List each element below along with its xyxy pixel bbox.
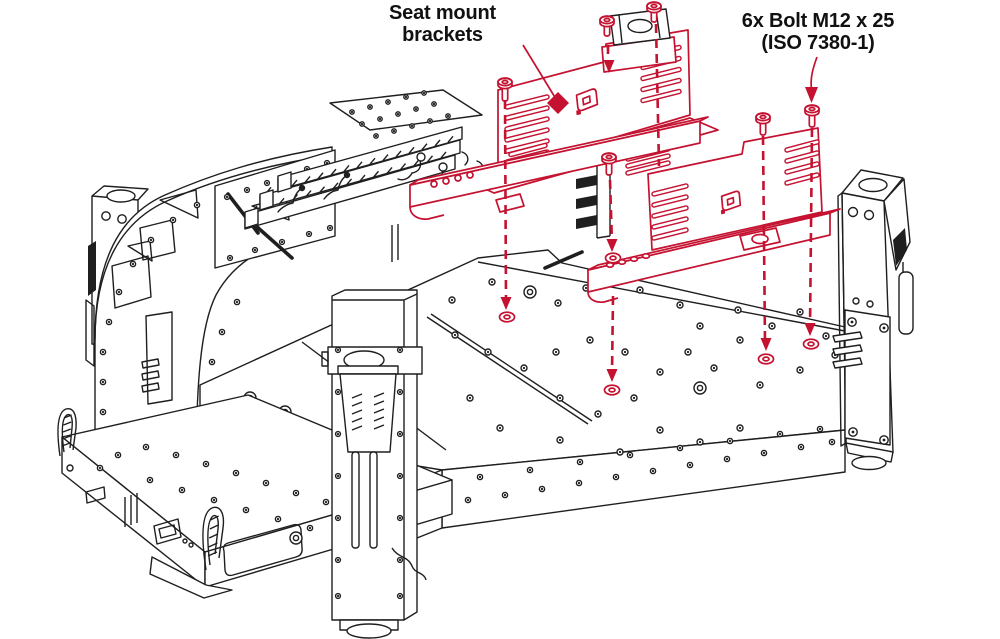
brand-logo-right bbox=[720, 190, 742, 215]
label-seat-line2: brackets bbox=[402, 23, 483, 46]
bolt-label-arrow-line bbox=[810, 56, 818, 90]
bolt-label-arrowhead bbox=[805, 87, 818, 103]
seat-label-leader-line bbox=[522, 44, 557, 100]
bolts-m12 bbox=[497, 1, 820, 176]
seat-mount-bracket-left bbox=[409, 29, 719, 220]
seat-label-diamond bbox=[547, 92, 569, 114]
label-bolt-line1: 6x Bolt M12 x 25 bbox=[741, 10, 895, 32]
seat-mount-bracket-right bbox=[587, 127, 841, 303]
label-bolt-spec: 6x Bolt M12 x 25 (ISO 7380-1) bbox=[727, 10, 909, 54]
assembly-guides bbox=[498, 23, 820, 396]
seat-slider-assembly bbox=[244, 89, 484, 262]
arch-vent-slots bbox=[141, 358, 160, 393]
label-seat-mount-brackets: Seat mount brackets bbox=[355, 2, 530, 46]
seat-cross-support bbox=[576, 156, 611, 239]
label-seat-line1: Seat mount bbox=[389, 2, 496, 24]
right-tower bbox=[832, 169, 914, 471]
label-bolt-line2: (ISO 7380-1) bbox=[761, 31, 875, 54]
label-leaders bbox=[522, 44, 818, 114]
seat-tube-clamp bbox=[609, 8, 671, 46]
brand-logo-left bbox=[575, 88, 599, 116]
front-actuator-column bbox=[321, 289, 427, 639]
